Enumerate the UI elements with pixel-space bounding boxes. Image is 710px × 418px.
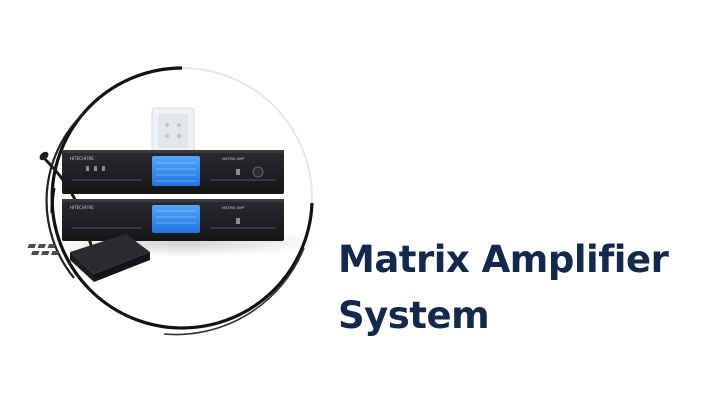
device-model-label-top: MATRIX AMP: [222, 157, 245, 161]
product-title[interactable]: Matrix Amplifier System: [338, 232, 700, 344]
device-model-label-bottom: MATRIX AMP: [222, 206, 245, 210]
device-label-top: HITECHFIRE: [70, 156, 94, 161]
paging-console: [27, 234, 150, 282]
rack-unit-bottom: HITECHFIRE MATRIX AMP: [62, 199, 284, 241]
decorative-ring: [45, 66, 314, 336]
product-title-line-2: System: [338, 294, 490, 337]
device-label-bottom: HITECHFIRE: [70, 205, 94, 210]
matrix-amplifier-product-icon: HITECHFIRE MATRIX AMP HITECHFIRE MATRIX …: [27, 66, 324, 336]
product-title-line-1: Matrix Amplifier: [338, 238, 669, 281]
product-image: HITECHFIRE MATRIX AMP HITECHFIRE MATRIX …: [14, 38, 344, 358]
rack-unit-top: HITECHFIRE MATRIX AMP: [62, 150, 284, 194]
wall-control-panel: [151, 107, 195, 155]
